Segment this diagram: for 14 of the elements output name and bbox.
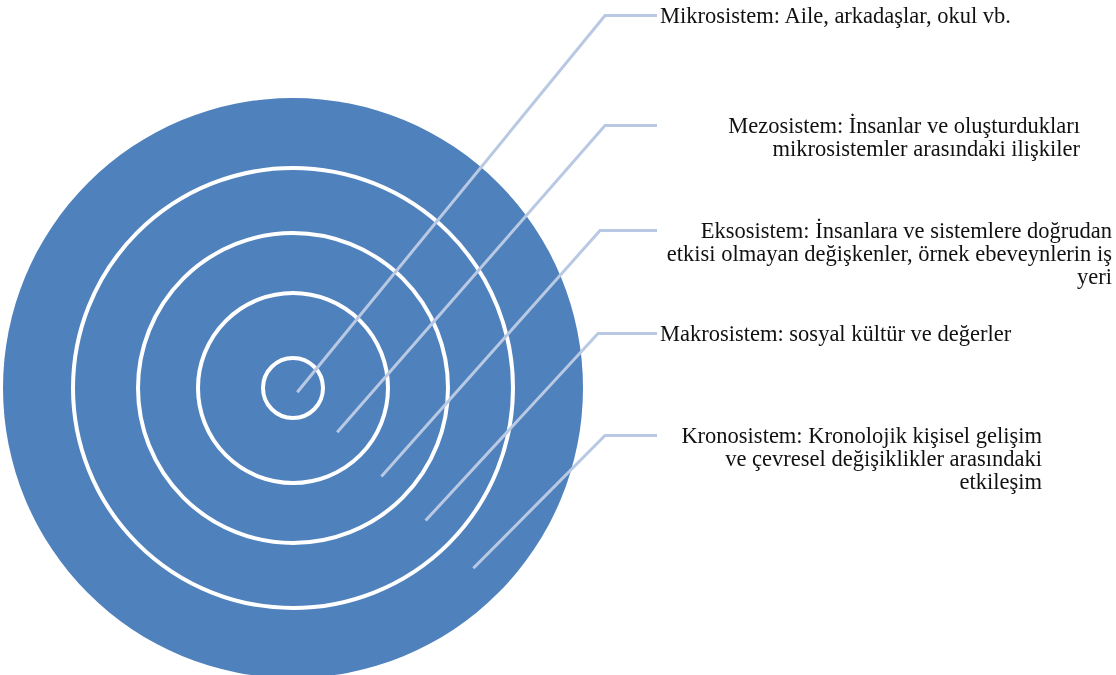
ring-outline (136, 231, 450, 545)
leader-line (472, 434, 657, 570)
callout-text: Makrosistem: sosyal kültür ve değerler (660, 322, 1012, 345)
callout-text: Mezosistem: İnsanlar ve oluşturdukları mikrosistemler arasındaki ilişkiler (660, 114, 1080, 160)
leader-line (336, 124, 657, 434)
ring-outline (196, 291, 390, 485)
callout-text: Mikrosistem: Aile, arkadaşlar, okul vb. (660, 4, 1011, 27)
ring-outline (71, 166, 515, 610)
leader-line (424, 332, 657, 522)
ring-outline (261, 356, 325, 420)
callout-text: Eksosistem: İnsanlara ve sistemlere doğrudan etkisi olmayan değişkenler, örnek ebeveynlerin iş yeri (660, 219, 1112, 288)
leader-line (296, 14, 657, 394)
leader-line (380, 229, 657, 478)
callout-text: Kronosistem: Kronolojik kişisel gelişim ve çevresel değişiklikler arasındaki etkileşim (660, 424, 1042, 493)
